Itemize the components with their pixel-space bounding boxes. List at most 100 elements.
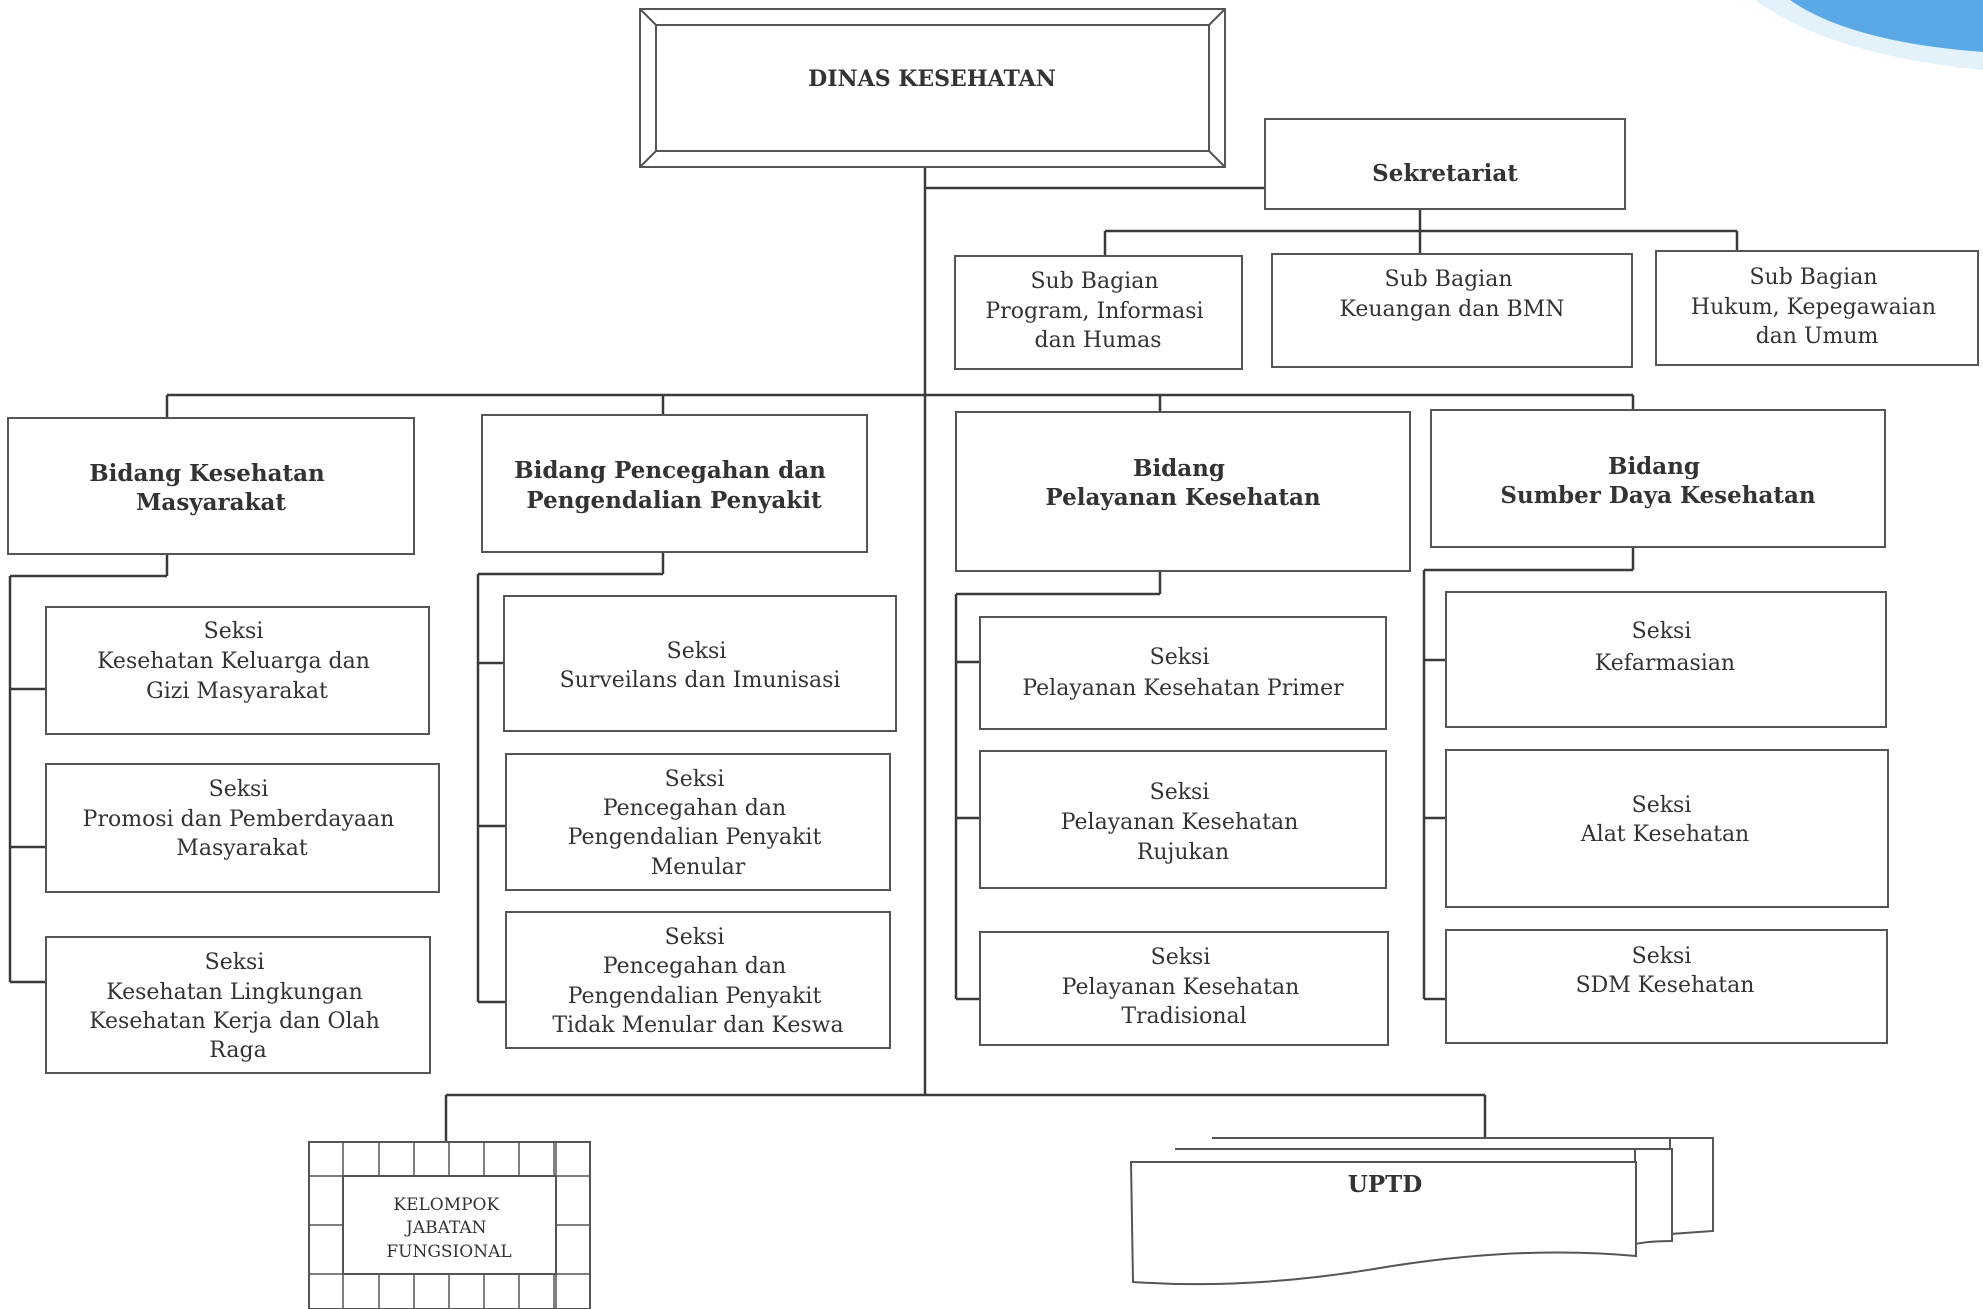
subunit-line: Sub Bagian [1030,269,1158,294]
subunit-line: Hukum, Kepegawaian [1691,295,1936,320]
section-box: Seksi Pencegahan dan Pengendalian Penyak… [505,911,891,1049]
division-box: Bidang Pelayanan Kesehatan [955,411,1411,572]
section-line: Pengendalian Penyakit [568,984,822,1009]
uptd-title: UPTD [1348,1171,1422,1198]
section-line: Kesehatan Lingkungan [106,980,363,1005]
section-text: Seksi Pelayanan Kesehatan Primer [1022,645,1344,701]
division-box: Bidang Sumber Daya Kesehatan [1430,409,1886,548]
section-text: Seksi Kesehatan Lingkungan Kesehatan Ker… [89,950,387,1063]
functional-group-box: KELOMPOK JABATAN FUNGSIONAL [308,1141,591,1309]
section-text: Seksi SDM Kesehatan [1576,944,1755,998]
section-line: Seksi [667,639,727,664]
section-line: Seksi [1150,780,1210,805]
section-line: Seksi [1632,793,1692,818]
corner-decoration [1755,0,1983,70]
section-line: Tradisional [1121,1004,1246,1029]
section-line: Pencegahan dan [603,954,786,979]
section-box: Seksi Alat Kesehatan [1445,749,1889,908]
section-line: Menular [651,855,746,880]
section-line: Pelayanan Kesehatan [1061,810,1299,835]
subunit-line: Program, Informasi [985,299,1203,324]
division-title-line: Pengendalian Penyakit [526,487,822,514]
section-line: Kesehatan Kerja dan Olah [89,1009,380,1034]
section-box: Seksi SDM Kesehatan [1445,929,1888,1044]
section-line: Seksi [204,619,264,644]
section-line: Seksi [1632,944,1692,969]
subunit-box: Sub Bagian Hukum, Kepegawaian dan Umum [1655,250,1979,366]
secretariat-title: Sekretariat [1372,160,1518,187]
section-line: Rujukan [1137,840,1229,865]
section-line: Pengendalian Penyakit [568,825,822,850]
section-box: Seksi Pelayanan Kesehatan Primer [979,616,1387,730]
section-text: Seksi Pelayanan Kesehatan Rujukan [1061,780,1306,865]
subunit-text: Sub Bagian Keuangan dan BMN [1340,267,1565,322]
section-line: Seksi [1632,619,1692,644]
section-box: Seksi Kesehatan Lingkungan Kesehatan Ker… [45,936,431,1074]
subunit-box: Sub Bagian Keuangan dan BMN [1271,253,1633,368]
section-line: Pelayanan Kesehatan [1062,975,1300,1000]
division-title-line: Bidang [1133,455,1225,482]
section-line: Kefarmasian [1595,651,1735,676]
division-title: Bidang Kesehatan Masyarakat [89,460,333,516]
functional-group-line: JABATAN [404,1218,487,1238]
section-line: Seksi [1151,945,1211,970]
section-line: Surveilans dan Imunisasi [560,668,841,693]
division-title-line: Bidang Pencegahan dan [514,457,826,484]
subunit-line: dan Humas [1035,328,1162,353]
section-box: Seksi Kesehatan Keluarga dan Gizi Masyar… [45,606,430,735]
section-line: Tidak Menular dan Keswa [552,1013,843,1038]
subunit-line: Sub Bagian [1384,267,1512,292]
section-text: Seksi Pencegahan dan Pengendalian Penyak… [552,925,843,1038]
section-line: Seksi [209,777,269,802]
section-box: Seksi Pelayanan Kesehatan Tradisional [979,931,1389,1046]
head-box: DINAS KESEHATAN [639,8,1226,168]
section-text: Seksi Pencegahan dan Pengendalian Penyak… [568,767,829,880]
section-box: Seksi Promosi dan Pemberdayaan Masyaraka… [45,763,440,893]
division-title: Bidang Pencegahan dan Pengendalian Penya… [514,457,834,514]
functional-group-line: KELOMPOK [393,1195,499,1215]
division-title-line: Pelayanan Kesehatan [1045,484,1320,511]
subunit-text: Sub Bagian Program, Informasi dan Humas [985,269,1210,353]
subunit-line: Keuangan dan BMN [1340,297,1565,322]
connector-lines [8,165,1739,1142]
section-text: Seksi Promosi dan Pemberdayaan Masyaraka… [83,777,402,861]
division-title: Bidang Sumber Daya Kesehatan [1500,453,1815,509]
section-text: Seksi Kesehatan Keluarga dan Gizi Masyar… [97,619,377,704]
section-line: Promosi dan Pemberdayaan [83,807,395,832]
section-text: Seksi Alat Kesehatan [1580,793,1749,847]
section-box: Seksi Kefarmasian [1445,591,1887,728]
subunit-line: dan Umum [1756,324,1879,349]
section-line: Raga [209,1038,266,1063]
subunit-text: Sub Bagian Hukum, Kepegawaian dan Umum [1691,265,1943,349]
division-box: Bidang Kesehatan Masyarakat [7,417,415,555]
division-box: Bidang Pencegahan dan Pengendalian Penya… [481,414,868,553]
section-box: Seksi Pelayanan Kesehatan Rujukan [979,750,1387,889]
division-title: Bidang Pelayanan Kesehatan [1045,455,1320,511]
section-line: Seksi [1150,645,1210,670]
division-title-line: Bidang Kesehatan [89,460,325,487]
section-line: Gizi Masyarakat [146,679,328,704]
section-line: Seksi [665,925,725,950]
division-title-line: Bidang [1608,453,1700,480]
section-line: Seksi [665,767,725,792]
section-box: Seksi Surveilans dan Imunisasi [503,595,897,732]
section-line: Pelayanan Kesehatan Primer [1022,676,1344,701]
section-box: Seksi Pencegahan dan Pengendalian Penyak… [505,753,891,891]
section-line: Kesehatan Keluarga dan [97,649,370,674]
division-title-line: Masyarakat [136,489,286,516]
section-text: Seksi Kefarmasian [1595,619,1735,676]
functional-group-line: FUNGSIONAL [386,1242,511,1262]
section-line: SDM Kesehatan [1576,973,1755,998]
uptd-box: UPTD [1129,1137,1714,1286]
section-text: Seksi Surveilans dan Imunisasi [560,639,841,693]
head-title: DINAS KESEHATAN [808,66,1056,92]
grid-border [378,1142,555,1309]
section-line: Pencegahan dan [603,796,786,821]
subunit-box: Sub Bagian Program, Informasi dan Humas [954,255,1243,370]
section-line: Masyarakat [176,836,308,861]
section-line: Seksi [205,950,265,975]
secretariat-box: Sekretariat [1264,118,1626,210]
functional-group-text: KELOMPOK JABATAN FUNGSIONAL [386,1195,511,1262]
section-text: Seksi Pelayanan Kesehatan Tradisional [1062,945,1307,1029]
